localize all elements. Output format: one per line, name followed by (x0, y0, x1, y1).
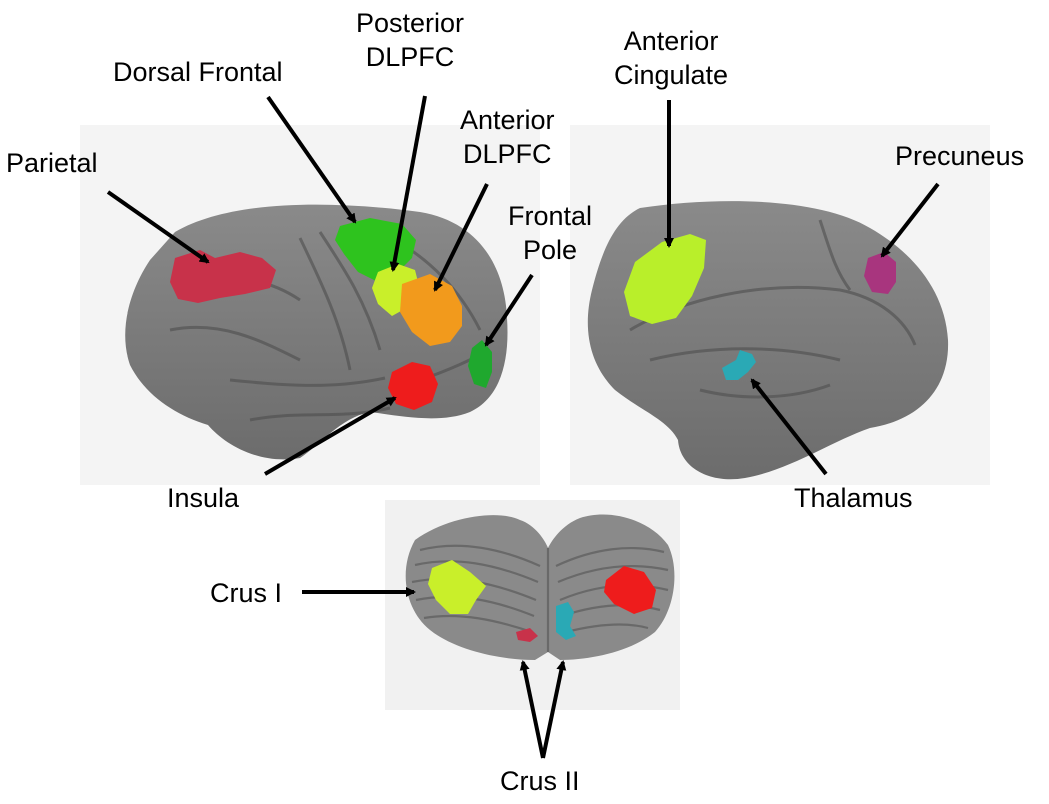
label-thalamus: Thalamus (794, 481, 913, 515)
label-precuneus: Precuneus (895, 139, 1024, 173)
label-dorsal-frontal: Dorsal Frontal (113, 55, 283, 89)
label-posterior-dlpfc-line1: Posterior (356, 6, 464, 40)
label-frontal-pole: Frontal Pole (508, 199, 592, 267)
label-crus-i: Crus I (210, 576, 282, 610)
label-frontal-pole-line1: Frontal (508, 199, 592, 233)
label-anterior-dlpfc: Anterior DLPFC (460, 103, 555, 171)
label-frontal-pole-line2: Pole (508, 233, 592, 267)
label-crus-ii: Crus II (500, 764, 580, 798)
label-anterior-cingulate: Anterior Cingulate (614, 24, 728, 92)
label-parietal: Parietal (6, 146, 98, 180)
label-posterior-dlpfc-line2: DLPFC (356, 40, 464, 74)
label-anterior-cingulate-line2: Cingulate (614, 58, 728, 92)
label-insula: Insula (167, 481, 239, 515)
label-anterior-dlpfc-line1: Anterior (460, 103, 555, 137)
label-posterior-dlpfc: Posterior DLPFC (356, 6, 464, 74)
label-anterior-cingulate-line1: Anterior (614, 24, 728, 58)
cerebellum (406, 514, 675, 660)
label-anterior-dlpfc-line2: DLPFC (460, 137, 555, 171)
